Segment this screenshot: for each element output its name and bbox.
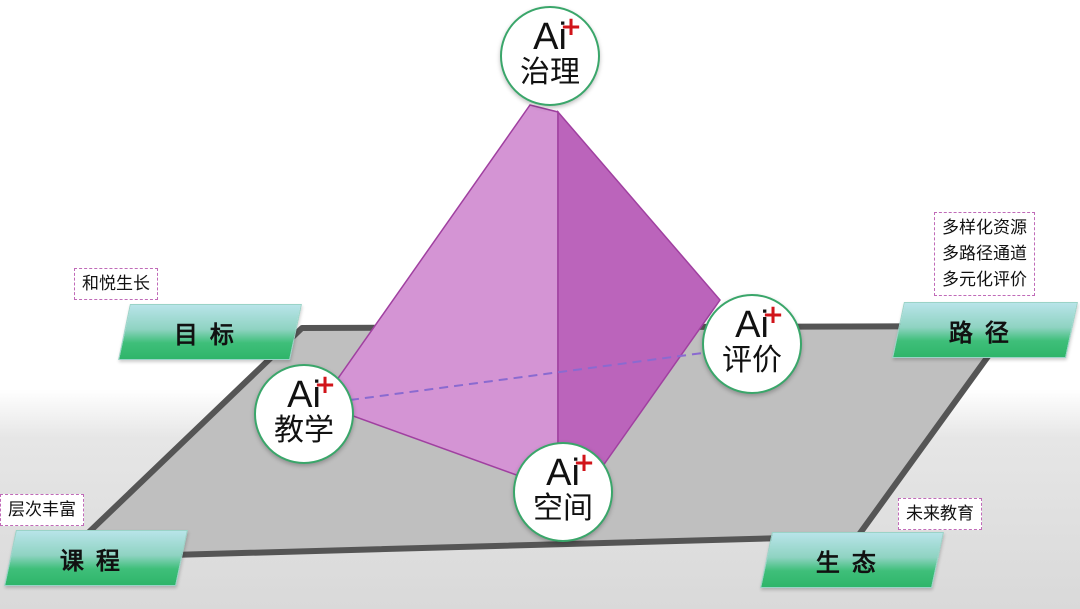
- note-eco-text: 未来教育: [906, 504, 974, 524]
- node-governance: Ai+ 治理: [500, 6, 600, 106]
- tag-eco-label: 生态: [816, 547, 888, 577]
- note-path-line-3: 多元化评价: [942, 270, 1027, 290]
- node-teaching-label: 教学: [274, 413, 334, 448]
- plus-icon: +: [573, 448, 595, 478]
- node-space: Ai+ 空间: [513, 442, 613, 542]
- note-goal: 和悦生长: [74, 268, 158, 300]
- node-space-ai: Ai+: [546, 448, 595, 494]
- plus-icon: +: [314, 370, 336, 400]
- tag-path-label: 路径: [949, 317, 1021, 347]
- node-evaluation-label: 评价: [722, 343, 782, 378]
- tag-goal: 目标: [118, 304, 302, 360]
- note-course: 层次丰富: [0, 494, 84, 526]
- node-evaluation: Ai+ 评价: [702, 294, 802, 394]
- plus-icon: +: [560, 12, 582, 42]
- node-teaching-ai: Ai+: [287, 370, 336, 416]
- node-governance-ai: Ai+: [533, 12, 582, 58]
- tag-course-label: 课程: [60, 545, 132, 575]
- note-path: 多样化资源 多路径通道 多元化评价: [934, 212, 1035, 296]
- plus-icon: +: [762, 300, 784, 330]
- note-path-line-2: 多路径通道: [942, 244, 1027, 264]
- tag-course: 课程: [4, 530, 188, 586]
- note-eco: 未来教育: [898, 498, 982, 530]
- node-evaluation-ai: Ai+: [735, 300, 784, 346]
- node-space-label: 空间: [533, 491, 593, 526]
- note-course-text: 层次丰富: [8, 500, 76, 520]
- node-teaching: Ai+ 教学: [254, 364, 354, 464]
- note-path-line-1: 多样化资源: [942, 218, 1027, 238]
- node-governance-label: 治理: [520, 55, 580, 90]
- tag-eco: 生态: [760, 532, 944, 588]
- note-goal-text: 和悦生长: [82, 274, 150, 294]
- tag-goal-label: 目标: [174, 319, 246, 349]
- pyramid-hidden-edge: [349, 351, 711, 401]
- tag-path: 路径: [892, 302, 1078, 358]
